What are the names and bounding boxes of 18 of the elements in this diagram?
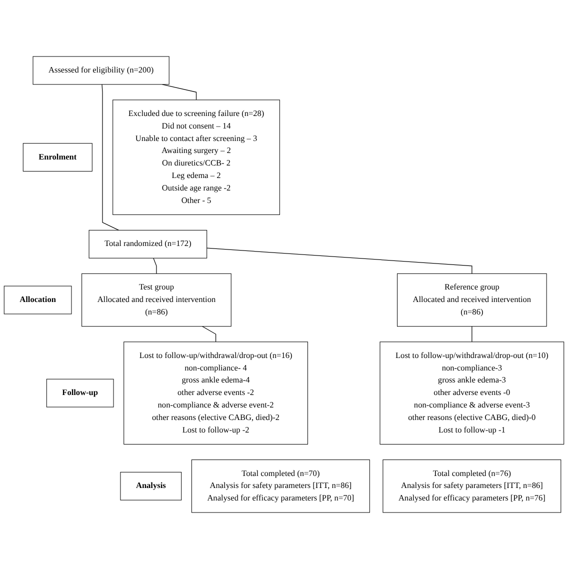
connector (102, 84, 120, 231)
node-box: Excluded due to screening failure (n=28) Did not consent – 14 Unable to contact after screening – 3 Awaiting surgery – 2 On diuretics/CCB- 2 Leg edema – 2 Outside age range -2 Other - 5 (112, 100, 280, 215)
connector (153, 258, 157, 274)
node-box: Analysis (120, 472, 182, 500)
node-box: Reference group Allocated and received intervention (n=86) (397, 273, 547, 327)
connector (202, 326, 216, 342)
node-box: Test group Allocated and received intervention (n=86) (82, 273, 232, 327)
node-box: Total completed (n=70) Analysis for safety parameters [ITT, n=86] Analysed for efficacy parameters [PP, n=70] (191, 460, 370, 513)
node-box: Enrolment (22, 143, 92, 172)
connector (206, 248, 472, 274)
connector (162, 84, 197, 100)
node-box: Allocation (4, 286, 72, 314)
node-box: Lost to follow-up/withdrawal/drop-out (n=10) non-compliance-3 gross ankle edema-3 other adverse events -0 non-compliance & adverse event-3 other reasons (elective CABG, died)-0 Lost to follow-up -1 (380, 342, 564, 445)
node-box: Assessed for eligibility (n=200) (32, 56, 170, 85)
node-box: Total randomized (n=172) (88, 230, 208, 258)
node-box: Total completed (n=76) Analysis for safety parameters [ITT, n=86] Analysed for efficacy parameters [PP, n=76] (382, 460, 562, 513)
node-box: Follow-up (46, 378, 114, 408)
node-box: Lost to follow-up/withdrawal/drop-out (n=16) non-compliance- 4 gross ankle edema-4 other adverse events -2 non-compliance & adverse event-2 other reasons (elective CABG, died)-2 Lost to follow-up -2 (124, 342, 308, 445)
